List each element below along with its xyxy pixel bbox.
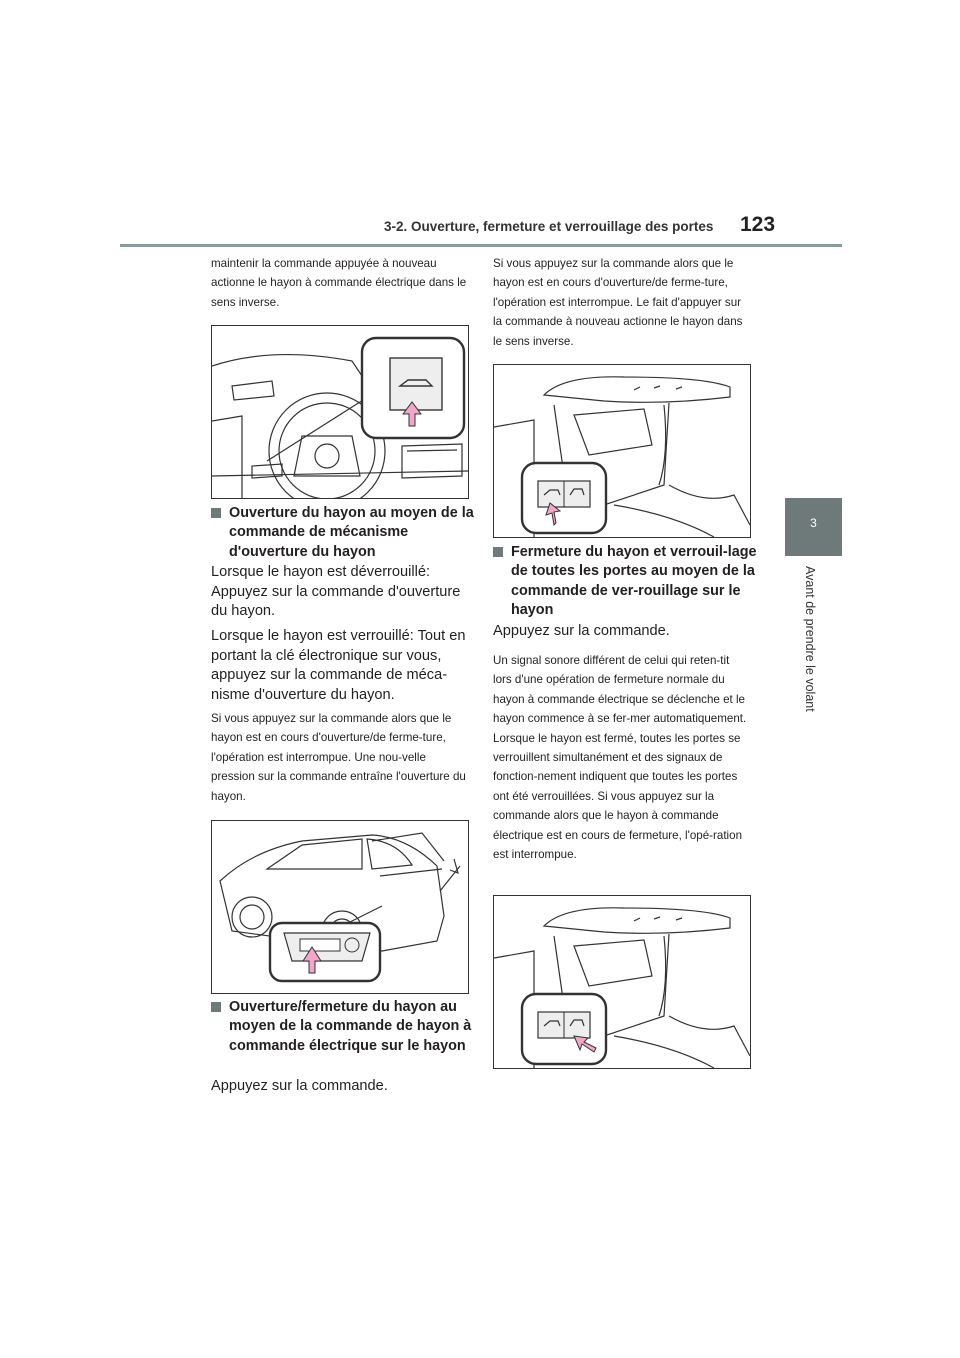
section1-heading: Ouverture du hayon au moyen de la comman… <box>211 504 479 562</box>
section1-note: Si vous appuyez sur la commande alors qu… <box>211 712 466 803</box>
section2-heading: Ouverture/fermeture du hayon au moyen de… <box>211 998 479 1056</box>
section1-para2: Lorsque le hayon est verrouillé: Tout en… <box>211 628 466 703</box>
section-header-title: 3-2. Ouverture, fermeture et verrouillag… <box>384 219 714 234</box>
section1-para1: Lorsque le hayon est déverrouillé: Appuy… <box>211 564 461 620</box>
figure-tailgate-lock-switch <box>493 895 751 1069</box>
section3-heading: Fermeture du hayon et verrouil-lage de t… <box>493 543 761 621</box>
section3-para: Appuyez sur la commande. <box>493 623 670 639</box>
header-rule <box>120 244 842 247</box>
page-number: 123 <box>740 213 776 236</box>
section3-note: Un signal sonore différent de celui qui … <box>493 654 747 862</box>
figure-tailgate-switch-close <box>493 364 751 538</box>
figure-tailgate-opener <box>211 820 469 994</box>
figure-dashboard-switch <box>211 325 469 499</box>
section2-para: Appuyez sur la commande. <box>211 1078 388 1094</box>
chapter-title: Avant de prendre le volant <box>803 566 817 712</box>
left-intro-text: maintenir la commande appuyée à nouveau … <box>211 257 467 309</box>
chapter-number: 3 <box>810 516 817 530</box>
right-intro-text: Si vous appuyez sur la commande alors qu… <box>493 257 743 348</box>
chapter-tab: 3 <box>785 498 842 556</box>
